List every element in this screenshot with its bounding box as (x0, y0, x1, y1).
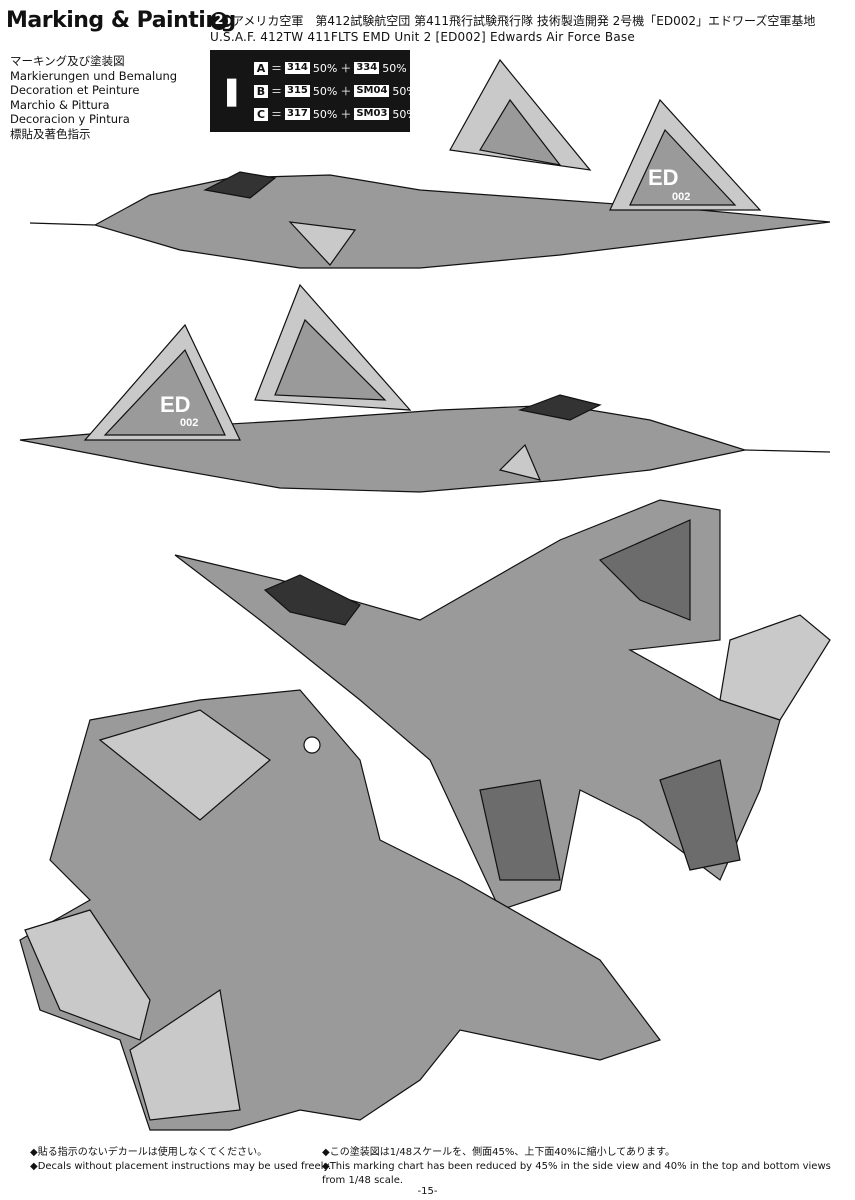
lang-title: Markierungen und Bemalung (10, 68, 178, 83)
language-titles: マーキング及び塗装図 Markierungen und Bemalung Dec… (10, 54, 177, 142)
paint-ratio: 50% (392, 107, 417, 121)
lang-title: 標貼及著色指示 (10, 126, 91, 141)
section-title-jp: アメリカ空軍 第412試験航空団 第411飛行試験飛行隊 技術製造開発 2号機「… (232, 14, 816, 28)
footer-notes-left: ◆貼る指示のないデカールは使用しなくてください。 ◆Decals without… (30, 1146, 331, 1174)
tail-marking-left: ED 002 (160, 392, 198, 429)
lang-title: Decoracion y Pintura (10, 112, 130, 127)
page-number: -15- (417, 1186, 438, 1197)
top-view (174, 499, 831, 911)
tail-code: ED (648, 165, 679, 190)
section-number: 2 (210, 12, 228, 30)
legend-letter: C (254, 107, 268, 121)
paint-code: 314 (285, 62, 310, 74)
footer-note: ◆This marking chart has been reduced by … (322, 1161, 831, 1186)
paint-code: SM04 (354, 85, 390, 97)
page-title: Marking & Painting (6, 8, 236, 33)
paint-ratio: 50% (312, 61, 338, 75)
paint-code: 315 (285, 85, 310, 97)
tail-serial: 002 (180, 417, 198, 429)
paint-ratio: 50% (382, 61, 407, 75)
legend-letter: A (254, 61, 268, 75)
paint-ratio: 50% (392, 84, 417, 98)
paint-ratio: 50% (312, 84, 338, 98)
bottom-view (19, 689, 661, 1131)
paint-code: 334 (354, 62, 380, 74)
footer-note: ◆貼る指示のないデカールは使用しなくてください。 (30, 1147, 268, 1158)
footer-note: ◆Decals without placement instructions m… (30, 1161, 332, 1172)
tail-code: ED (160, 392, 191, 417)
paint-drop-icon: ❚ (220, 74, 244, 107)
lang-title: マーキング及び塗装図 (10, 54, 125, 68)
paint-code: 317 (285, 108, 310, 120)
lang-title: Marchio & Pittura (10, 97, 110, 112)
tail-serial: 002 (672, 191, 690, 203)
footer-note: ◆この塗装図は1/48スケールを、側面45%、上下面40%に縮小してあります。 (322, 1147, 675, 1158)
side-view-left (19, 283, 831, 493)
side-view-right (29, 58, 831, 269)
lang-title: Decoration et Peinture (10, 83, 140, 98)
paint-code: SM03 (354, 108, 390, 120)
paint-ratio: 50% (312, 107, 338, 121)
footer-notes-right: ◆この塗装図は1/48スケールを、側面45%、上下面40%に縮小してあります。 … (322, 1146, 855, 1188)
section-title-en: U.S.A.F. 412TW 411FLTS EMD Unit 2 [ED002… (210, 30, 635, 44)
legend-letter: B (254, 84, 268, 98)
tail-marking-top: ED 002 (648, 165, 690, 203)
